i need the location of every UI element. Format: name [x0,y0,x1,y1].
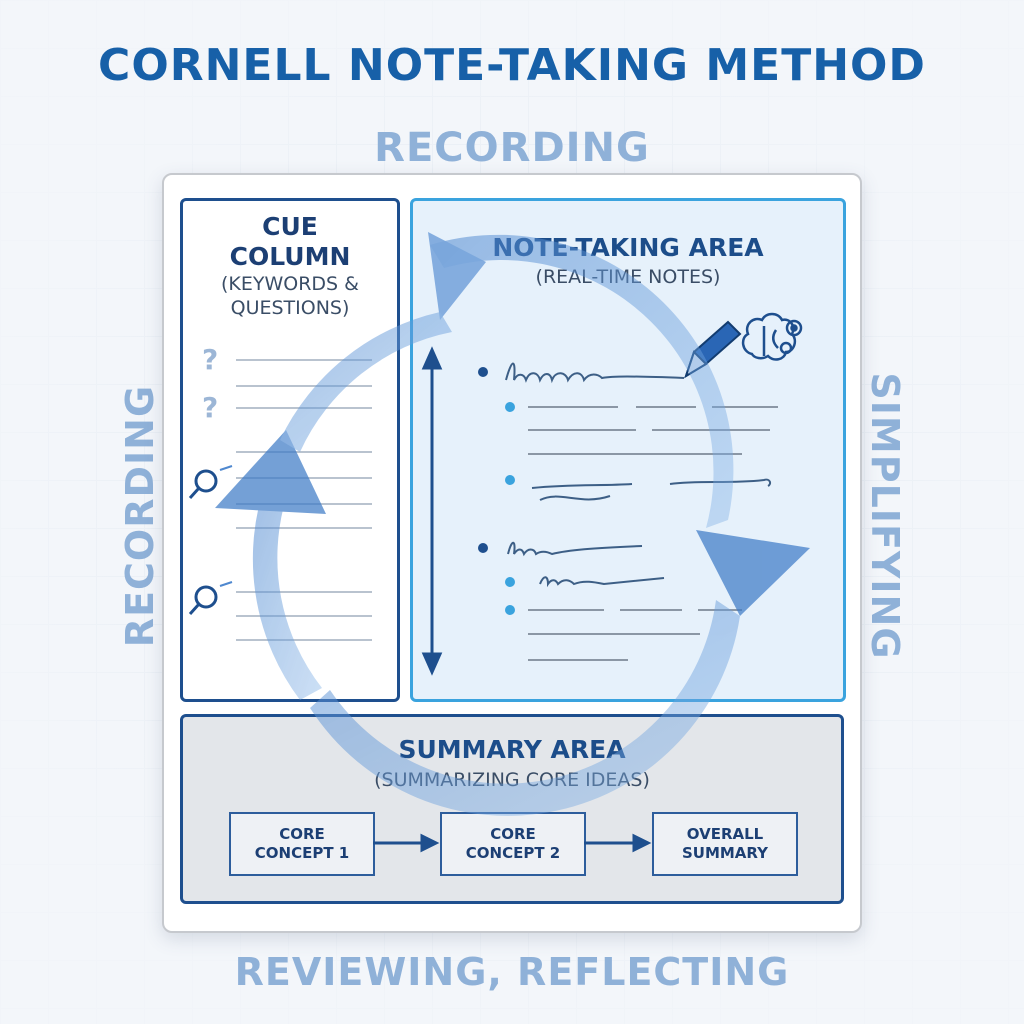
handwritten-notes [505,362,772,588]
cue-column-subtitle: (KEYWORDS & QUESTIONS) [221,273,359,319]
note-lines [528,406,778,661]
magnifier-icon [188,465,233,500]
page-title: CORNELL NOTE-TAKING METHOD [98,40,926,91]
overall-summary-box: OVERALL SUMMARY [652,812,798,876]
label-top: RECORDING [374,125,650,171]
brain-gear-icon [741,312,803,361]
vertical-double-arrow-icon [421,346,443,676]
core-concept-1-box: CORE CONCEPT 1 [229,812,375,876]
summary-flow-arrows [373,833,652,853]
magnifier-icon [188,581,233,616]
summary-title: SUMMARY AREA [398,735,626,764]
cue-column-title: CUE COLUMN [229,212,351,271]
question-icon: ? [202,391,219,424]
question-icon: ? [202,343,219,376]
note-bullets [478,367,515,615]
label-bottom: REVIEWING, REFLECTING [234,950,790,994]
cycle-arrow-icon [215,232,810,816]
core-concept-2-box: CORE CONCEPT 2 [440,812,586,876]
